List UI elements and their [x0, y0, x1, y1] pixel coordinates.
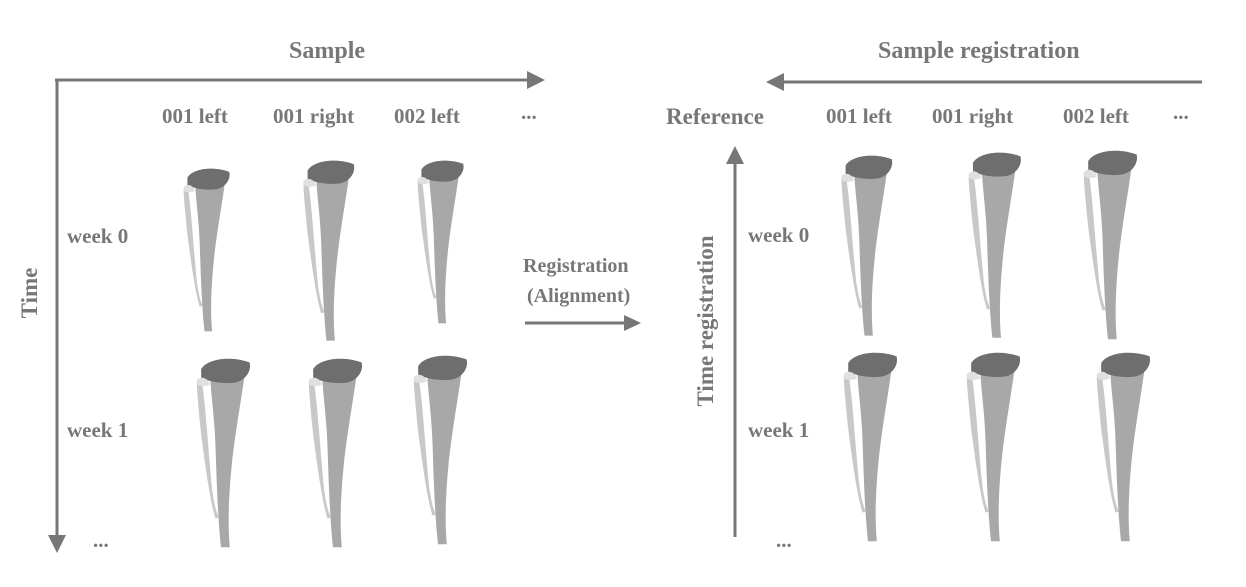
bone-image-001-right-week1 — [308, 358, 363, 548]
bone-image-reg-002-left-week1 — [1096, 352, 1151, 542]
row-ellipsis: ... — [93, 528, 109, 552]
reference-label: Reference — [666, 104, 764, 129]
column-header-001-left: 001 left — [162, 104, 228, 128]
sample-axis-label: Sample — [289, 38, 366, 64]
bone-image-001-left-week0 — [183, 168, 230, 332]
time-axis-label: Time — [17, 267, 42, 319]
sample-axis-arrow — [55, 71, 545, 89]
sample-registration-label: Sample registration — [878, 38, 1080, 64]
reg-column-header-001-left: 001 left — [826, 104, 892, 128]
time-axis-arrow — [48, 80, 66, 553]
reg-column-ellipsis: ... — [1173, 100, 1189, 124]
bone-image-001-left-week1 — [196, 358, 251, 548]
bone-image-reg-001-right-week0 — [968, 152, 1021, 338]
reg-column-header-002-left: 002 left — [1063, 104, 1129, 128]
bone-image-002-left-week0 — [417, 160, 464, 324]
registration-label: Registration — [523, 255, 629, 277]
registration-arrow — [525, 315, 641, 331]
alignment-label: (Alignment) — [527, 285, 631, 307]
sample-registration-arrow — [766, 73, 1202, 91]
time-registration-arrow — [726, 146, 744, 537]
bone-image-reg-001-left-week0 — [841, 155, 893, 336]
bone-image-reg-002-left-week0 — [1083, 150, 1138, 340]
time-registration-label: Time registration — [693, 235, 718, 407]
bone-image-001-right-week0 — [303, 160, 355, 341]
bone-image-002-left-week1 — [413, 355, 468, 545]
reg-row-label-week-0: week 0 — [748, 223, 810, 247]
reg-column-header-001-right: 001 right — [932, 104, 1014, 128]
bone-image-reg-001-right-week1 — [966, 352, 1021, 542]
column-header-001-right: 001 right — [273, 104, 355, 128]
column-header-002-left: 002 left — [394, 104, 460, 128]
column-ellipsis: ... — [521, 100, 537, 124]
bone-image-reg-001-left-week1 — [843, 352, 898, 542]
row-label-week-1: week 1 — [67, 418, 129, 442]
reg-row-label-week-1: week 1 — [748, 418, 810, 442]
row-label-week-0: week 0 — [67, 224, 129, 248]
reg-row-ellipsis: ... — [776, 528, 792, 552]
